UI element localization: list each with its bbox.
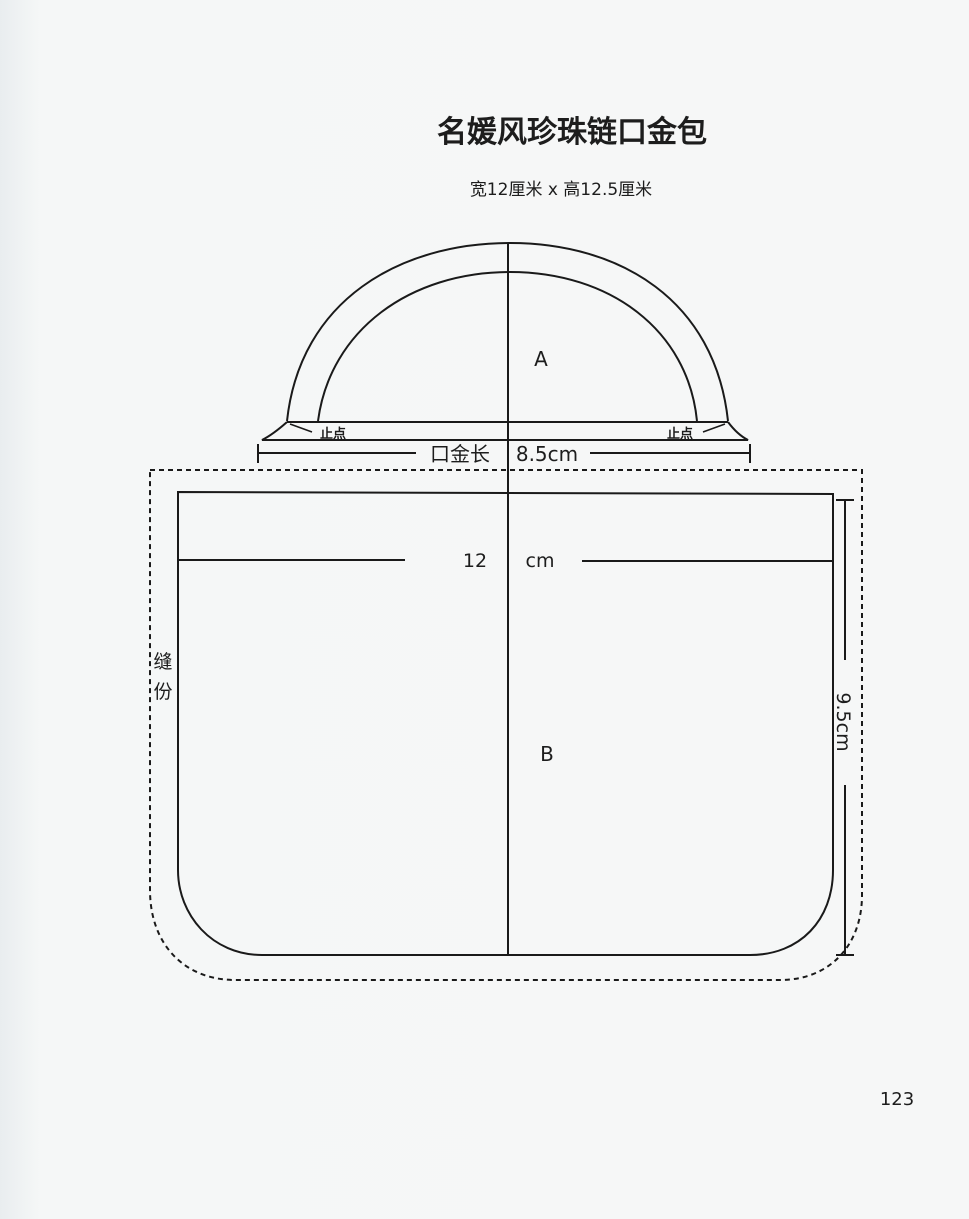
- frame-length-value: 8.5cm: [516, 442, 578, 466]
- height-dimension: [836, 499, 854, 956]
- height-label: 9.5cm: [832, 692, 854, 751]
- seam-allowance-char-2: 份: [153, 681, 172, 703]
- width-unit: cm: [526, 550, 555, 572]
- piece-a-frame: [261, 241, 749, 441]
- page-number: 123: [880, 1089, 914, 1110]
- page-title: 名媛风珍珠链口金包: [437, 115, 707, 150]
- stop-point-right-label: 止点: [667, 426, 693, 442]
- width-dimension: [178, 559, 833, 562]
- seam-allowance-char-1: 缝: [153, 651, 172, 673]
- frame-length-label: 口金长: [430, 442, 490, 466]
- stop-point-left-label: 止点: [320, 426, 346, 442]
- piece-a-label: A: [534, 347, 548, 371]
- frame-length-dimension: [257, 444, 751, 463]
- page-subtitle: 宽12厘米 x 高12.5厘米: [470, 180, 652, 200]
- piece-b-label: B: [540, 742, 554, 766]
- width-value: 12: [463, 550, 487, 572]
- piece-b-body: [177, 490, 834, 956]
- seam-allowance-outline: [149, 469, 863, 981]
